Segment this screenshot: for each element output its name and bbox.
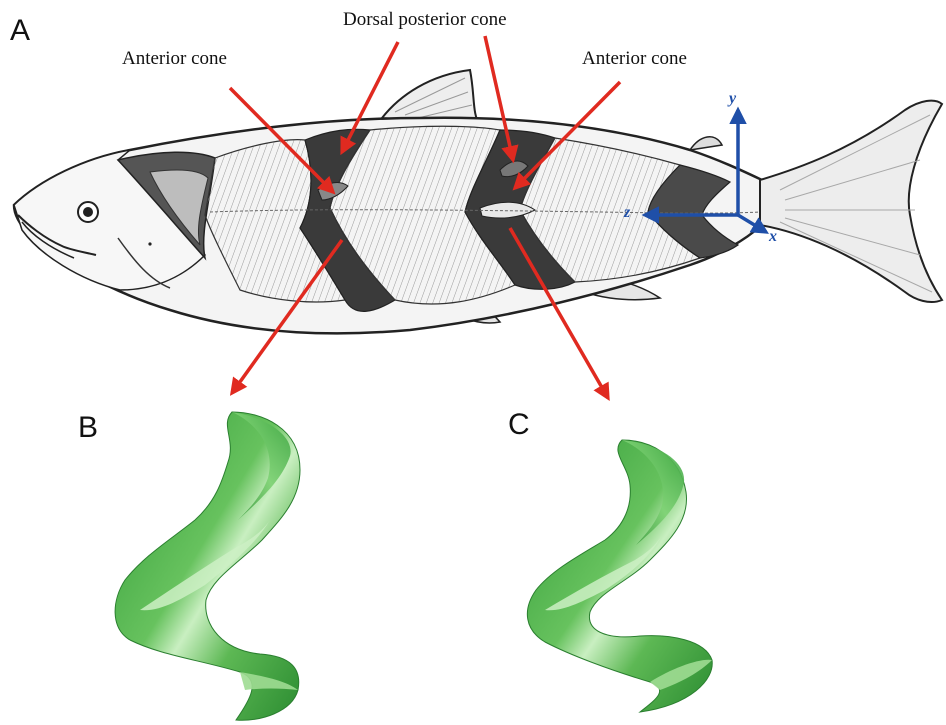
fish-illustration: [14, 70, 942, 333]
label-dorsal-posterior-cone: Dorsal posterior cone: [343, 9, 507, 30]
label-anterior-cone-right: Anterior cone: [582, 48, 687, 69]
myomere-model-c: [527, 440, 712, 712]
z-axis-label: z: [623, 204, 631, 221]
myomere-model-b: [115, 412, 300, 720]
panel-letter-b: B: [78, 411, 98, 444]
panel-letter-a: A: [10, 14, 30, 47]
panel-letter-c: C: [508, 408, 530, 441]
tail-fin: [760, 101, 942, 302]
x-axis-label: x: [768, 228, 777, 245]
label-anterior-cone-left: Anterior cone: [122, 48, 227, 69]
adipose-fin: [690, 137, 722, 150]
y-axis-label: y: [727, 90, 737, 107]
